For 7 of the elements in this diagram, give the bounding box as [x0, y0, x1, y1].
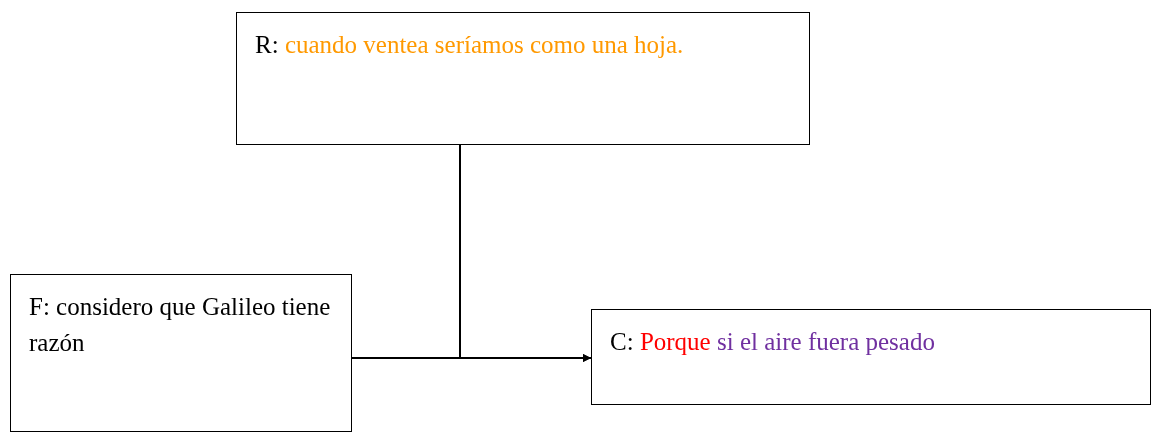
conclusion-box — [591, 309, 1151, 405]
claim-box — [10, 274, 352, 432]
reason-box — [236, 12, 810, 145]
node-text: C: Porque si el aire fuera pesado — [610, 327, 936, 357]
node-text: F: considero que Galileo tiene razón — [29, 292, 332, 358]
node-text: R: cuando ventea seríamos como una hoja. — [255, 30, 685, 60]
arrow — [459, 144, 592, 362]
